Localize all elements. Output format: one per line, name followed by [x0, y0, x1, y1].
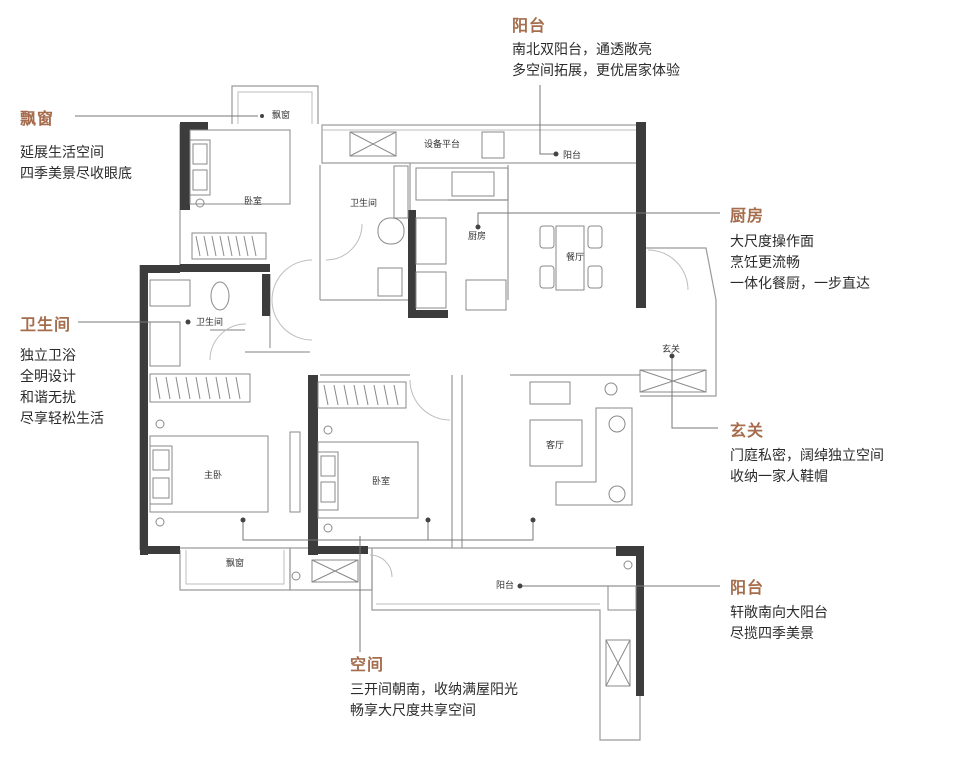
annotation-bathroom-title: 卫生间: [20, 315, 72, 334]
annotation-bay-window-desc: 延展生活空间 四季美景尽收眼底: [20, 143, 132, 185]
room-label-living-room: 客厅: [546, 439, 564, 451]
floor-plan-furniture: [149, 129, 707, 687]
room-label-bay-window-bottom: 飘窗: [226, 557, 244, 569]
annotation-line: 大尺度操作面: [730, 234, 814, 250]
floor-plan-walls: [140, 122, 646, 696]
annotation-balcony-north-title: 阳台: [512, 16, 547, 35]
annotation-line: 全明设计: [20, 369, 76, 385]
annotation-line: 多空间拓展，更优居家体验: [512, 63, 680, 79]
annotation-line: 南北双阳台，通透敞亮: [512, 42, 652, 58]
room-label-entrance: 玄关: [662, 343, 680, 355]
annotation-line: 门庭私密，阔绰独立空间: [730, 448, 884, 464]
room-label-master-bedroom: 主卧: [204, 469, 222, 481]
annotation-line: 尽享轻松生活: [20, 411, 104, 427]
floor-plan-room-labels: 飘窗 卧室 卫生间 设备平台 阳台 厨房 餐厅 卫生间 玄关 主卧 卧室 客厅 …: [196, 109, 680, 591]
annotation-balcony-north-desc: 南北双阳台，通透敞亮 多空间拓展，更优居家体验: [512, 40, 680, 82]
annotation-kitchen-title: 厨房: [730, 206, 765, 225]
room-label-bathroom-top: 卫生间: [350, 197, 377, 209]
annotation-entrance-desc: 门庭私密，阔绰独立空间 收纳一家人鞋帽: [730, 446, 884, 488]
annotation-line: 延展生活空间: [20, 145, 104, 161]
annotation-line: 收纳一家人鞋帽: [730, 469, 828, 485]
annotation-line: 三开间朝南，收纳满屋阳光: [350, 682, 518, 698]
room-label-kitchen: 厨房: [468, 230, 486, 242]
annotation-leaders: [75, 85, 720, 652]
annotation-line: 一体化餐厨，一步直达: [730, 276, 870, 292]
annotation-entrance-title: 玄关: [730, 421, 765, 440]
annotation-space-title: 空间: [350, 655, 385, 674]
annotation-line: 尽揽四季美景: [730, 626, 814, 642]
room-label-bedroom-mid: 卧室: [372, 475, 390, 487]
annotation-line: 轩敞南向大阳台: [730, 605, 828, 621]
annotation-kitchen-desc: 大尺度操作面 烹饪更流畅 一体化餐厨，一步直达: [730, 232, 870, 295]
room-label-bay-window-top: 飘窗: [272, 109, 290, 121]
annotation-bay-window-title: 飘窗: [20, 109, 55, 128]
annotation-line: 独立卫浴: [20, 348, 76, 364]
room-label-equipment-platform: 设备平台: [424, 138, 460, 150]
room-label-balcony-top: 阳台: [563, 149, 581, 161]
annotation-line: 畅享大尺度共享空间: [350, 703, 476, 719]
annotation-line: 烹饪更流畅: [730, 255, 800, 271]
room-label-bedroom-top: 卧室: [244, 195, 262, 207]
room-label-dining: 餐厅: [566, 251, 584, 263]
annotation-balcony-south-desc: 轩敞南向大阳台 尽揽四季美景: [730, 603, 828, 645]
annotation-space-desc: 三开间朝南，收纳满屋阳光 畅享大尺度共享空间: [350, 680, 518, 722]
annotation-line: 四季美景尽收眼底: [20, 166, 132, 182]
annotation-line: 和谐无扰: [20, 390, 76, 406]
room-label-bathroom-left: 卫生间: [196, 316, 223, 328]
annotation-bathroom-desc: 独立卫浴 全明设计 和谐无扰 尽享轻松生活: [20, 346, 104, 430]
annotation-balcony-south-title: 阳台: [730, 578, 765, 597]
room-label-balcony-bottom: 阳台: [496, 579, 514, 591]
